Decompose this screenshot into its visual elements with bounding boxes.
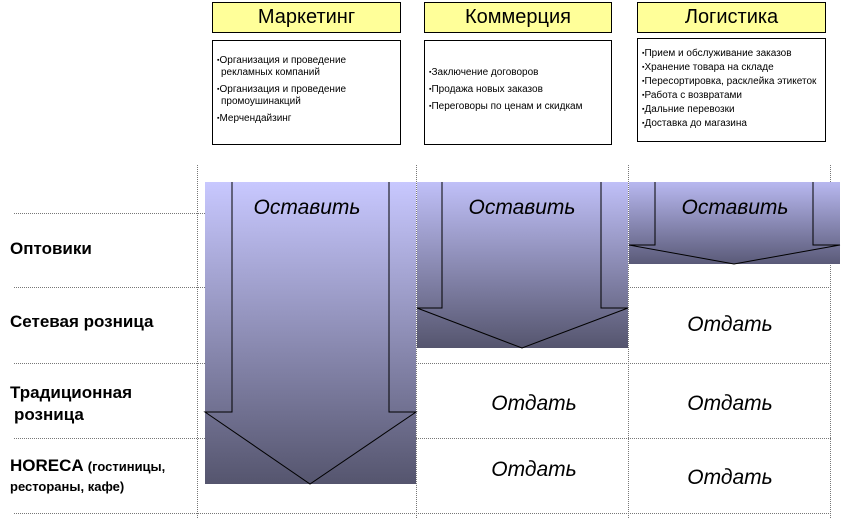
action-keep-logistics: Оставить [681,196,789,219]
marketing-keep-arrow [203,182,418,485]
column-divider-4 [830,165,831,518]
channel-label-horeca: HORECA (гостиницы, рестораны, кафе) [10,456,165,497]
function-header-marketing: Маркетинг [212,2,401,33]
task-item: Организация и проведение рекламных компа… [217,55,396,79]
task-item: Работа с возвратами [642,90,821,102]
row-divider-4 [14,438,831,439]
column-divider-3 [628,165,629,518]
channel-label-traditional-retail: Традиционная розница [10,382,132,426]
row-divider-5 [14,513,831,514]
task-item: Доставка до магазина [642,118,821,130]
channel-label-line: Традиционная [10,383,133,402]
horeca-note: (гостиницы, [87,459,166,474]
commerce-keep-arrow [416,182,629,349]
task-item: Дальние перевозки [642,104,821,116]
task-item: Прием и обслуживание заказов [642,48,821,60]
action-give-logistics-retail-chains: Отдать [687,313,773,336]
logistics-tasks-box: Прием и обслуживание заказов Хранение то… [637,38,826,142]
function-header-logistics: Логистика [637,2,826,33]
column-divider-2 [416,165,417,518]
channel-label-retail-chains: Сетевая розница [10,312,154,331]
marketing-tasks-box: Организация и проведение рекламных компа… [212,40,401,145]
column-divider-1 [197,165,198,518]
commerce-tasks-box: Заключение договоров Продажа новых заказ… [424,40,612,145]
channel-label-line: HORECA (гостиницы, [10,456,165,477]
action-give-commerce-horeca: Отдать [491,458,577,481]
horeca-note: рестораны, кафе) [10,479,125,494]
action-keep-marketing: Оставить [253,196,361,219]
task-item: Хранение товара на складе [642,62,821,74]
task-item: Продажа новых заказов [429,84,607,96]
task-item: Мерчендайзинг [217,113,396,125]
action-give-logistics-horeca: Отдать [687,466,773,489]
channel-label-wholesale: Оптовики [10,239,92,258]
function-header-commerce: Коммерция [424,2,612,33]
task-item: Организация и проведение промоушинакций [217,84,396,108]
row-divider-3 [14,363,831,364]
horeca-title: HORECA [10,456,84,475]
channel-label-line: розница [14,405,84,424]
action-give-logistics-traditional: Отдать [687,392,773,415]
action-keep-commerce: Оставить [468,196,576,219]
task-item: Переговоры по ценам и скидкам [429,101,607,113]
action-give-commerce-traditional: Отдать [491,392,577,415]
task-item: Заключение договоров [429,67,607,79]
task-item: Пересортировка, расклейка этикеток [642,76,821,88]
logistics-keep-arrow [628,182,841,265]
